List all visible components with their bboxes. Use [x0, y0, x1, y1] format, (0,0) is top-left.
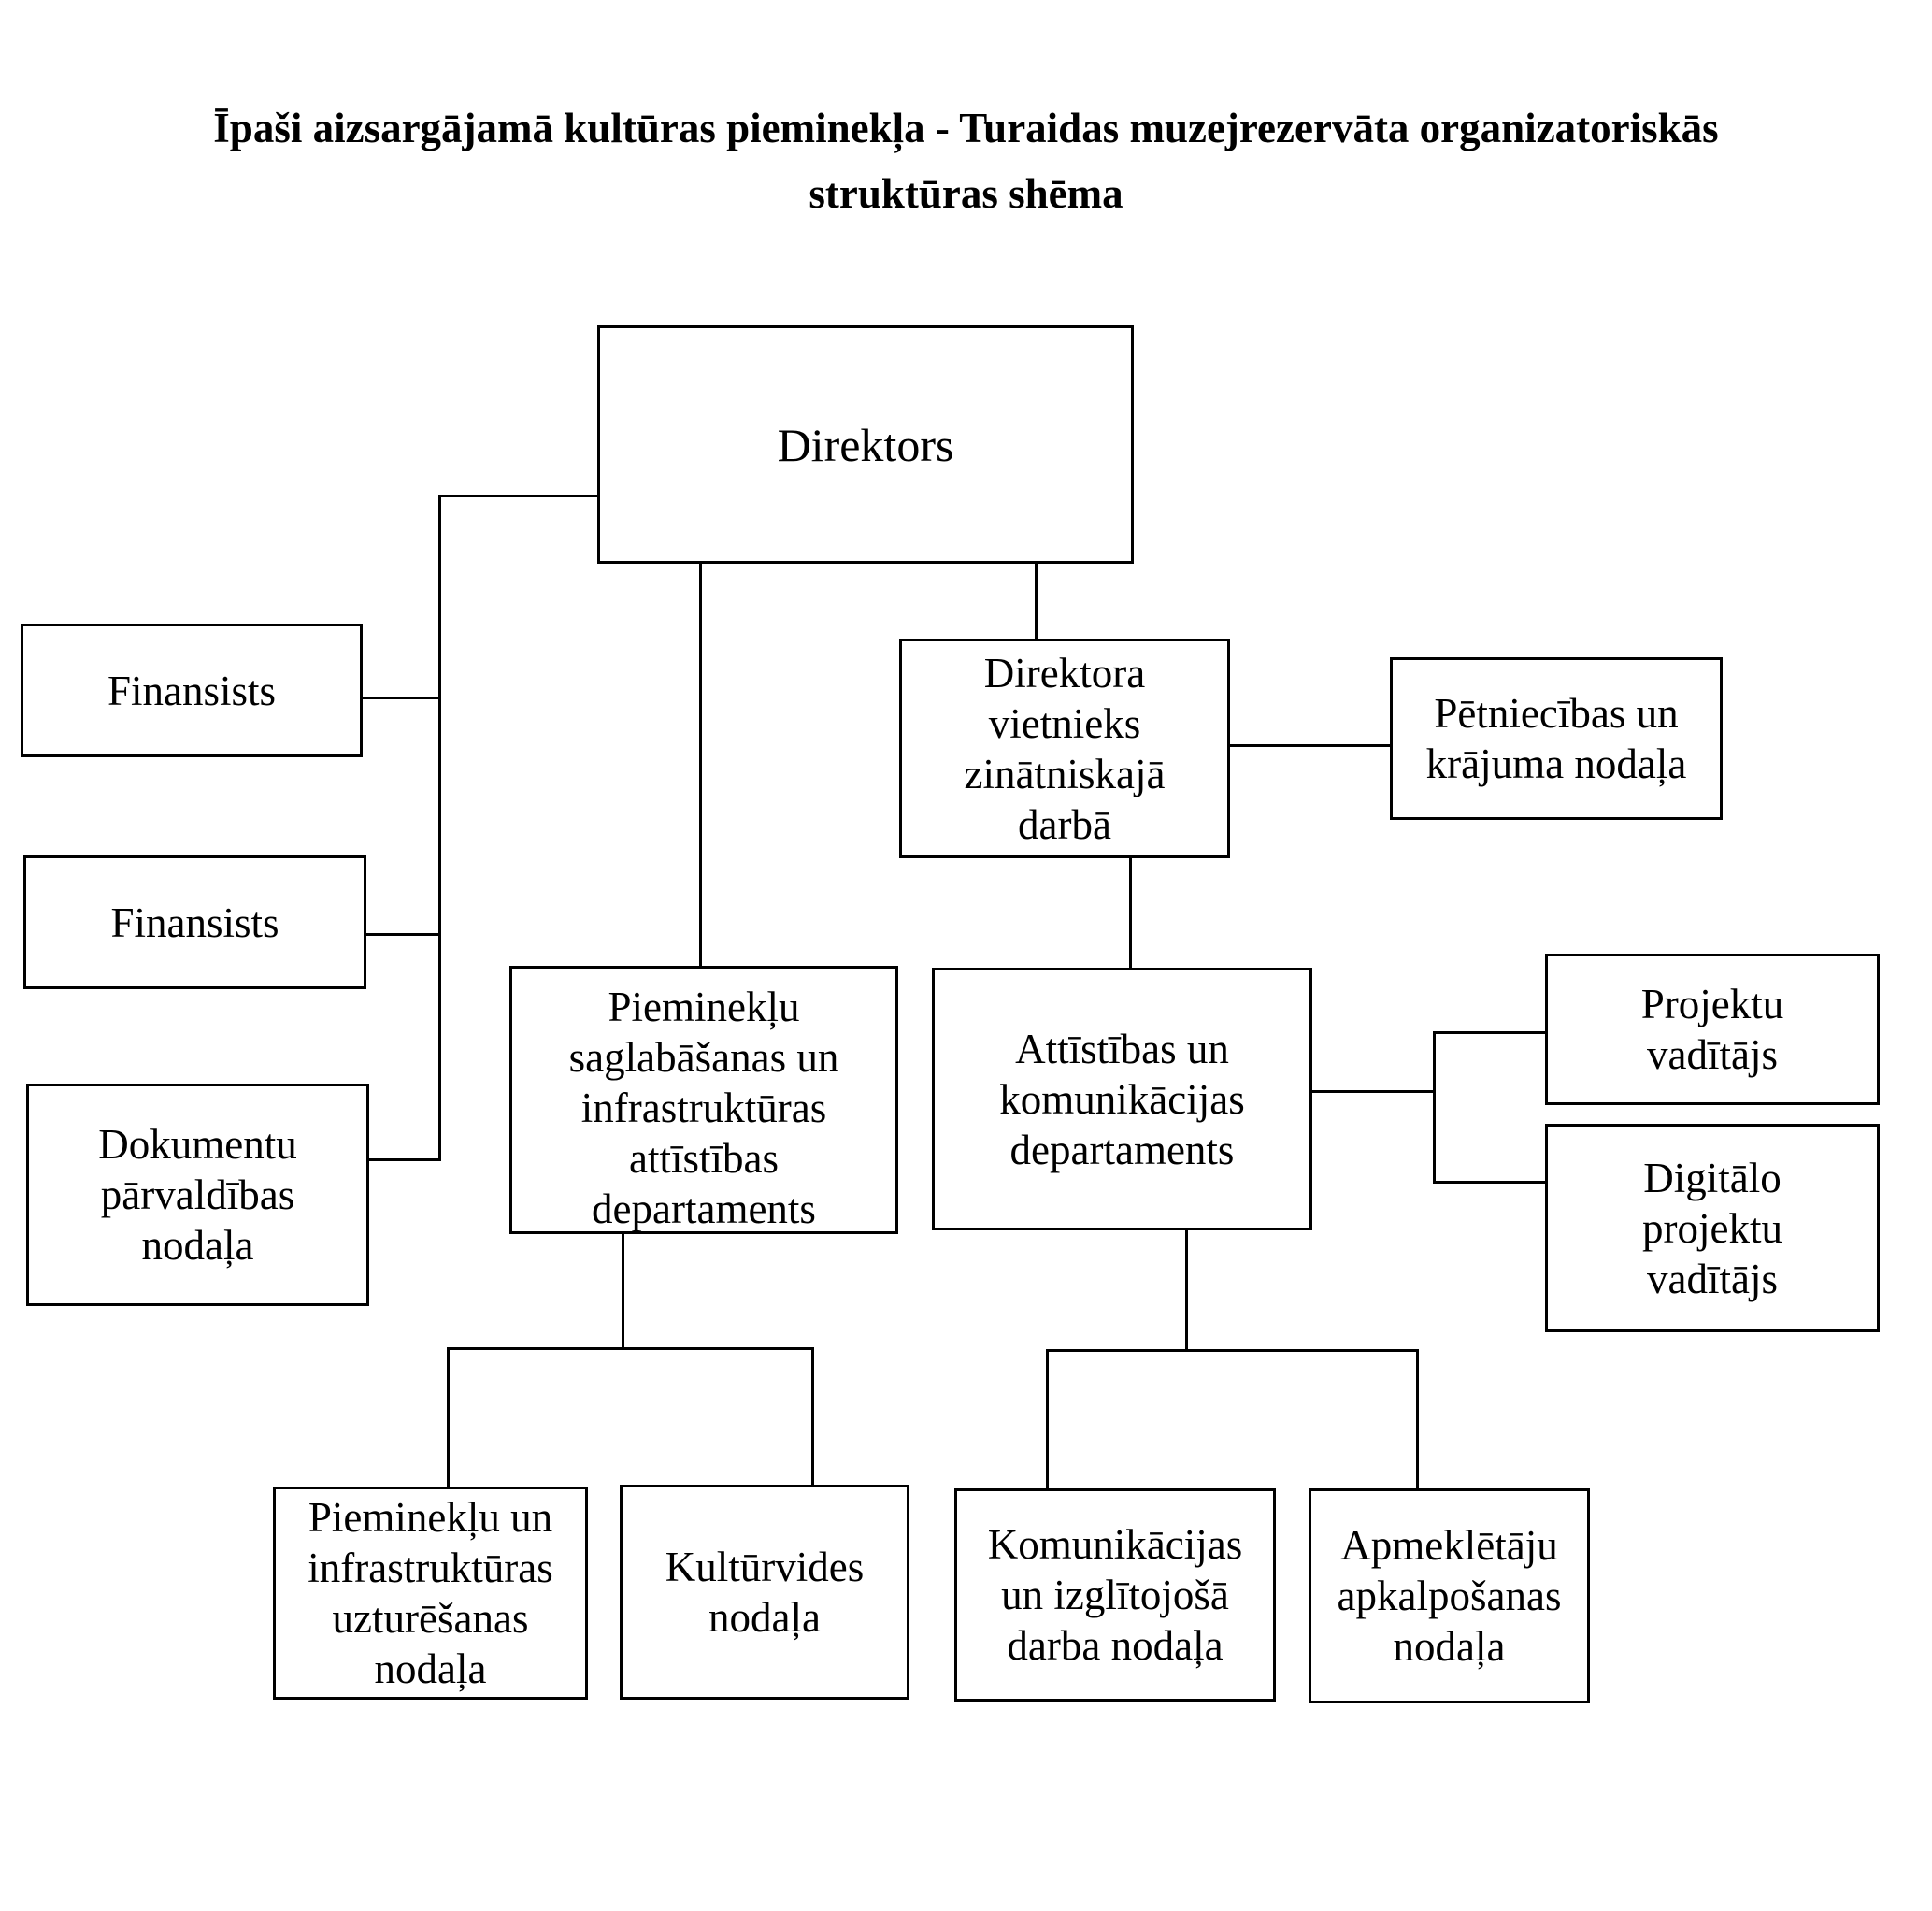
org-box-komunikacijas-label: Komunikācijas un izglītojošā darba nodaļ… [987, 1521, 1243, 1669]
connector-stub-dokumentu [369, 1158, 438, 1161]
org-box-piemineklu-uzturesanas-nodala: Pieminekļu un infrastruktūras uzturēšana… [273, 1487, 588, 1700]
org-box-direktors: Direktors [597, 325, 1134, 564]
org-box-direktora-vietnieks: Direktora vietnieks zinātniskajā darbā [899, 639, 1230, 858]
connector-stub-finansists-2 [366, 933, 438, 936]
connector-vietnieks-to-attistibas-dept [1129, 858, 1132, 968]
org-box-dokumentu-parvaldibas-nodala: Dokumentu pārvaldības nodaļa [26, 1084, 369, 1306]
org-box-komunikacijas-nodala: Komunikācijas un izglītojošā darba nodaļ… [954, 1488, 1276, 1702]
org-box-dokumentu-label: Dokumentu pārvaldības nodaļa [98, 1121, 297, 1269]
org-box-digitalo-label: Digitālo projektu vadītājs [1642, 1154, 1782, 1302]
org-box-kulturvides-nodala: Kultūrvides nodaļa [620, 1485, 909, 1700]
connector-branch-to-apmekletaju [1416, 1349, 1419, 1488]
org-box-finansists-2: Finansists [23, 855, 366, 989]
org-box-finansists-1: Finansists [21, 624, 363, 757]
connector-left-spine [438, 495, 441, 1161]
org-box-digitalo-projektu-vaditajs: Digitālo projektu vadītājs [1545, 1124, 1880, 1332]
connector-stub-finansists-1 [363, 697, 438, 699]
org-box-vietnieks-label: Direktora vietnieks zinātniskajā darbā [964, 649, 1166, 848]
diagram-title-line2: struktūras shēma [809, 170, 1123, 217]
org-box-piemineklu-dept-label: Pieminekļu saglabāšanas un infrastruktūr… [568, 984, 839, 1232]
connector-branch-to-kulturvides [811, 1347, 814, 1485]
connector-direktors-to-vietnieks [1035, 564, 1038, 639]
org-box-petniecibas-label: Pētniecības un krājuma nodaļa [1425, 690, 1687, 787]
org-box-piemineklu2-label: Pieminekļu un infrastruktūras uzturēšana… [308, 1494, 553, 1692]
connector-bracket-to-projektu [1433, 1031, 1545, 1034]
org-box-apmekletaju-nodala: Apmeklētāju apkalpošanas nodaļa [1309, 1488, 1590, 1703]
connector-attistibas-to-bracket [1312, 1090, 1433, 1093]
org-box-projektu-label: Projektu vadītājs [1640, 981, 1784, 1078]
org-box-kulturvides-label: Kultūrvides nodaļa [665, 1544, 865, 1641]
diagram-title-line1: Īpaši aizsargājamā kultūras pieminekļa -… [213, 105, 1719, 151]
connector-attistibas-dept-feed [1185, 1230, 1188, 1351]
connector-left-branch-horizontal [447, 1347, 814, 1350]
connector-piemineklu-dept-feed [622, 1234, 624, 1349]
org-box-piemineklu-saglabasanas-departaments: Pieminekļu saglabāšanas un infrastruktūr… [509, 966, 898, 1234]
connector-direktors-to-piemineklu-dept [699, 564, 702, 966]
org-box-finansists-1-label: Finansists [107, 667, 277, 714]
connector-right-bracket-spine [1433, 1031, 1436, 1184]
org-box-finansists-2-label: Finansists [110, 898, 279, 946]
connector-bracket-to-digitalo [1433, 1181, 1545, 1184]
org-box-attistibas-dept-label: Attīstības un komunikācijas departaments [999, 1025, 1245, 1173]
org-box-direktors-label: Direktors [777, 418, 954, 471]
org-box-apmekletaju-label: Apmeklētāju apkalpošanas nodaļa [1337, 1522, 1562, 1670]
connector-direktors-to-left-spine [438, 495, 597, 497]
org-box-petniecibas-un-krajuma-nodala: Pētniecības un krājuma nodaļa [1390, 657, 1723, 820]
connector-vietnieks-to-petniecibas [1230, 744, 1390, 747]
connector-branch-to-piemineklu2 [447, 1347, 450, 1487]
org-box-projektu-vaditajs: Projektu vadītājs [1545, 954, 1880, 1105]
org-box-attistibas-komunikacijas-departaments: Attīstības un komunikācijas departaments [932, 968, 1312, 1230]
connector-branch-to-komunikacijas [1046, 1349, 1049, 1488]
connector-right-branch-horizontal [1046, 1349, 1419, 1352]
diagram-title: Īpaši aizsargājamā kultūras pieminekļa -… [0, 95, 1932, 226]
